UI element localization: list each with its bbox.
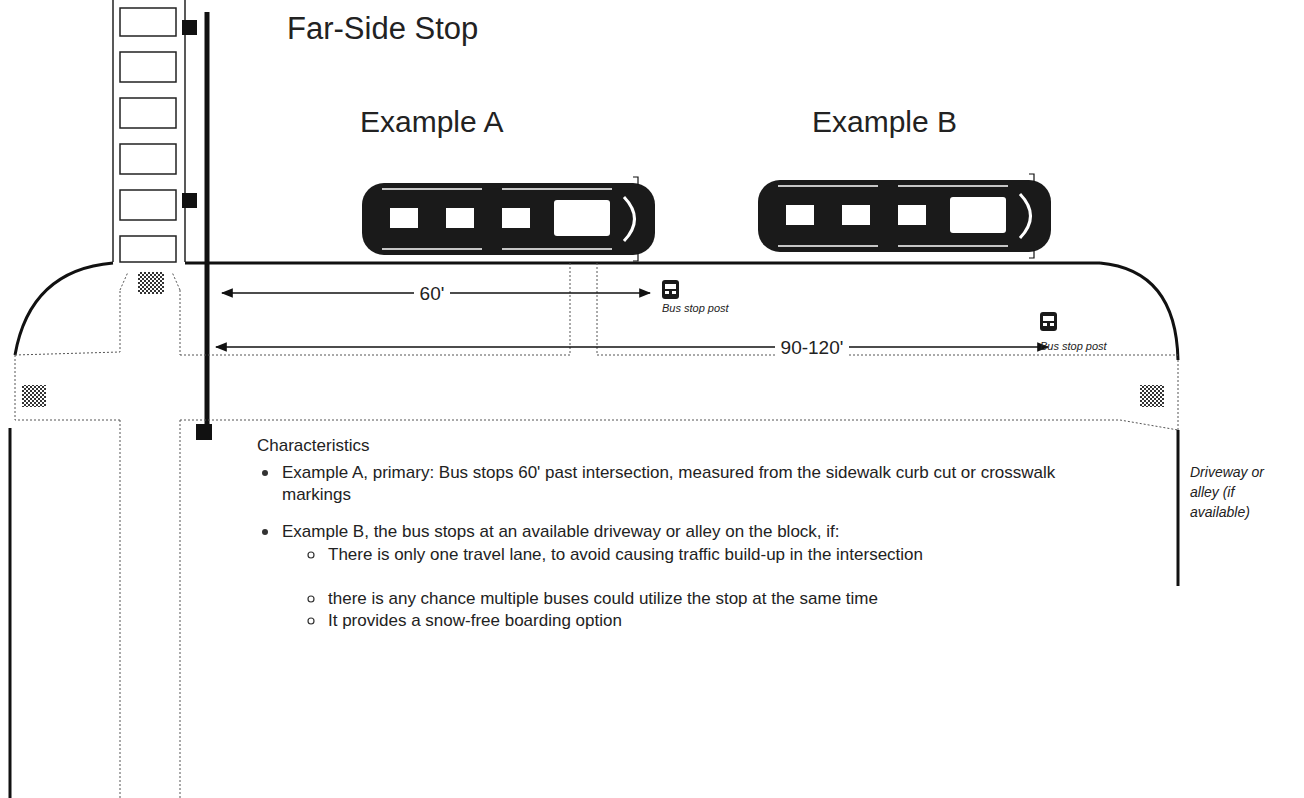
bullet-text: Example A, primary: Bus stops 60' past i… bbox=[282, 462, 1122, 506]
bullet-text: Example B, the bus stops at an available… bbox=[282, 521, 1122, 543]
bullet-mark bbox=[308, 552, 314, 558]
diagram-title: Far-Side Stop bbox=[287, 10, 478, 47]
example-heading: Example B bbox=[812, 104, 957, 140]
sub-bullet-text: there is any chance multiple buses could… bbox=[328, 588, 1128, 610]
bus-stop-icon bbox=[1040, 312, 1057, 331]
bullet-mark bbox=[308, 618, 314, 624]
bullet-mark bbox=[308, 596, 314, 602]
bus-stop-icon bbox=[662, 280, 679, 299]
sub-bullet-text: There is only one travel lane, to avoid … bbox=[328, 544, 1128, 566]
bus-icon bbox=[362, 177, 655, 261]
section-heading: Characteristics bbox=[257, 436, 369, 456]
post-label: Bus stop post bbox=[1040, 340, 1107, 353]
driveway-note: Driveway or alley (if available) bbox=[1190, 462, 1290, 522]
post-label: Bus stop post bbox=[662, 302, 729, 315]
dimension-label: 60' bbox=[414, 283, 451, 306]
dimension-label: 90-120' bbox=[775, 337, 850, 360]
bullet-mark bbox=[262, 470, 268, 476]
bullet-mark bbox=[262, 529, 268, 535]
example-heading: Example A bbox=[360, 104, 503, 140]
bus-icon bbox=[758, 174, 1051, 258]
sub-bullet-text: It provides a snow-free boarding option bbox=[328, 610, 1128, 632]
